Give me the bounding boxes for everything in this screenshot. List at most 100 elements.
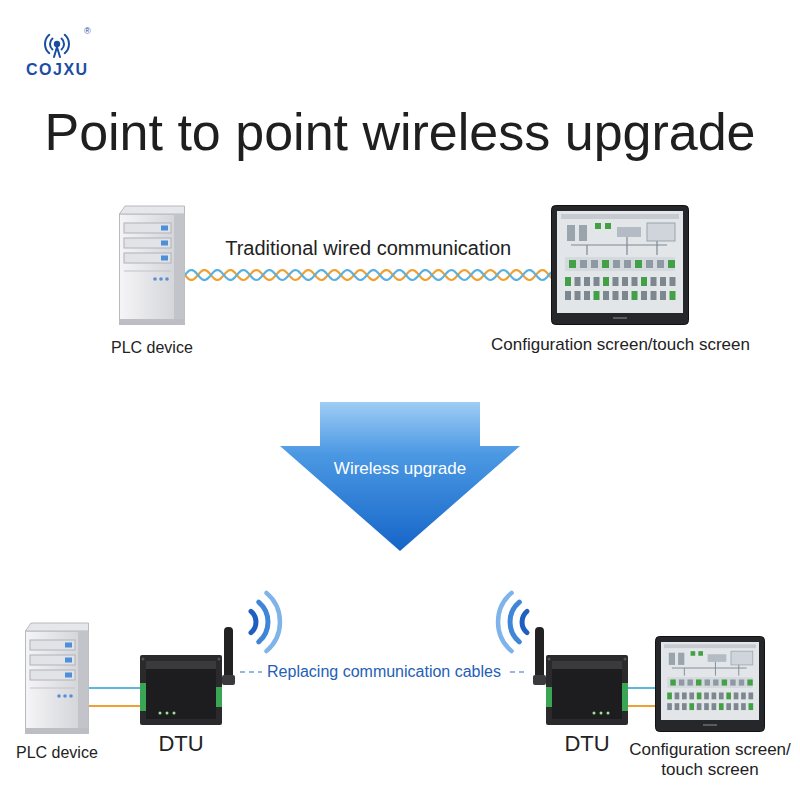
- dtu-icon-part: [166, 712, 169, 715]
- screen-icon-part: [632, 277, 638, 286]
- logo-icon: [45, 35, 52, 53]
- arrow-icon: [280, 400, 520, 552]
- registered-mark: ®: [84, 27, 91, 37]
- screen-icon-part: [661, 642, 759, 720]
- dtu-icon-part: [548, 658, 551, 661]
- dtu-icon-part: [552, 661, 622, 669]
- screen-icon-part: [734, 692, 739, 699]
- screen-icon-part: [747, 679, 752, 685]
- server-icon-part: [25, 631, 88, 734]
- server-icon-part: [57, 694, 61, 698]
- upgrade-arrow: Wireless upgrade: [280, 400, 520, 552]
- screen-icon-part: [565, 291, 571, 300]
- signal-wires: [628, 687, 655, 689]
- dtu-icon-part: [533, 675, 546, 685]
- screen-icon-part: [667, 703, 672, 710]
- screen-icon-part: [646, 260, 653, 268]
- radio-waves: [251, 611, 256, 632]
- arrow-label: Wireless upgrade: [280, 459, 520, 479]
- screen-icon-part: [712, 703, 717, 710]
- screen-icon-part: [670, 277, 676, 286]
- wireless-link: [240, 672, 528, 673]
- screen-icon-part: [704, 692, 709, 699]
- dtu-icon-part: [624, 658, 627, 661]
- logo-icon: [45, 35, 69, 57]
- screen-icon-part: [591, 260, 598, 268]
- page-title: Point to point wireless upgrade: [0, 104, 800, 161]
- plc-device: PLC device: [16, 622, 98, 762]
- server-icon-part: [119, 206, 184, 214]
- edge-label: Replacing communication cables: [262, 662, 506, 682]
- device-label: PLC device: [16, 744, 98, 762]
- screen-icon-part: [713, 679, 718, 685]
- screen-icon-part: [641, 291, 647, 300]
- twisted-pair-cable: [185, 270, 552, 280]
- arrow-icon-part: [280, 402, 520, 551]
- server-icon-part: [161, 256, 168, 261]
- screen-icon-part: [632, 291, 638, 300]
- screen-icon-part: [669, 653, 675, 665]
- screen-icon-part: [698, 651, 703, 656]
- screen-icon-part: [635, 260, 642, 268]
- brand-logo-text: COJXU: [26, 61, 89, 79]
- screen-icon-part: [739, 679, 744, 685]
- screen-icon-part: [613, 277, 619, 286]
- radio-waves: [259, 602, 268, 642]
- screen-icon-part: [697, 703, 702, 710]
- screen-icon-part: [682, 692, 687, 699]
- server-icon-part: [65, 643, 72, 648]
- dtu-icon-part: [546, 655, 628, 725]
- signal-wires: [89, 705, 140, 707]
- screen-icon-part: [689, 692, 694, 699]
- signal-wires: [628, 705, 655, 707]
- server-icon-part: [124, 223, 171, 233]
- screen-icon-part: [696, 679, 701, 685]
- dtu-icon-part: [173, 712, 176, 715]
- screen-icon-part: [741, 703, 746, 710]
- dtu-icon: [140, 625, 240, 725]
- dtu-icon-part: [146, 661, 216, 669]
- screen-icon-part: [679, 679, 684, 685]
- screen-icon-part: [664, 644, 756, 710]
- screen-icon-part: [697, 692, 702, 699]
- screen-icon-part: [708, 654, 727, 662]
- screen-icon-part: [668, 260, 675, 268]
- dtu-icon-part: [593, 712, 596, 715]
- dtu-unit: DTU: [528, 625, 628, 756]
- server-icon-part: [124, 271, 171, 272]
- device-label: DTU: [564, 731, 609, 756]
- server-icon-part: [174, 214, 185, 325]
- screen-icon-part: [641, 277, 647, 286]
- device-label: Configuration screen/touch screen: [491, 335, 750, 355]
- screen-icon-part: [622, 291, 628, 300]
- touch-screen: Configuration screen/touch screen: [491, 205, 750, 355]
- device-label: PLC device: [111, 339, 193, 357]
- screen-icon-part: [571, 237, 667, 255]
- label-holder: ®: [84, 27, 91, 37]
- server-icon-part: [25, 728, 88, 734]
- screen-icon-part: [719, 692, 724, 699]
- server-icon-part: [119, 214, 184, 325]
- dtu-icon-part: [607, 712, 610, 715]
- screen-icon-part: [561, 214, 679, 300]
- dtu-icon-part: [140, 627, 235, 725]
- signal-wires: [89, 688, 140, 706]
- screen-icon-part: [704, 703, 709, 710]
- server-icon-part: [153, 277, 157, 281]
- dtu-icon: [528, 625, 628, 725]
- screen-icon-part: [651, 277, 657, 286]
- twisted-pair-cable: [185, 270, 552, 280]
- logo-icon: [54, 47, 60, 57]
- plc-device: PLC device: [111, 205, 193, 357]
- dtu-icon-part: [140, 683, 146, 711]
- screen-icon-part: [678, 653, 684, 665]
- server-icon-part: [65, 673, 72, 678]
- screen-icon: [655, 636, 765, 732]
- screen-icon-part: [734, 703, 739, 710]
- screen-icon-part: [667, 677, 753, 688]
